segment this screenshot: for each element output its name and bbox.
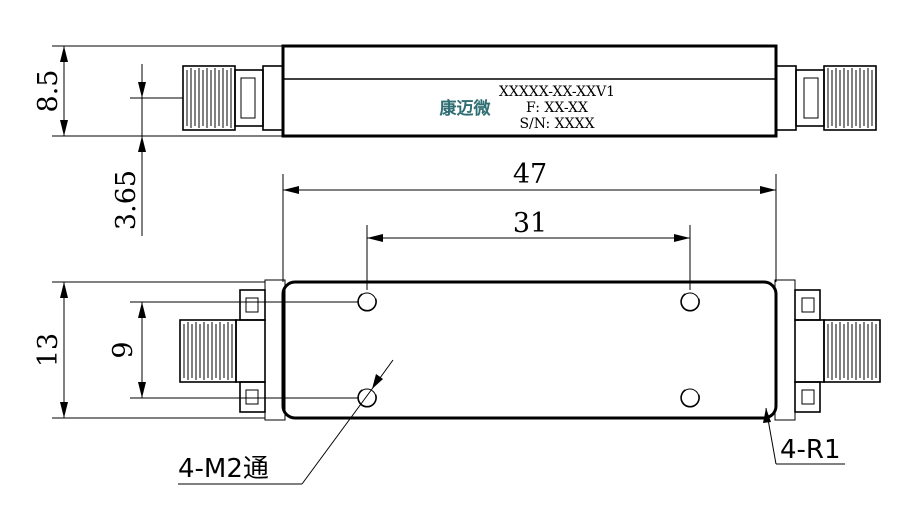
brand-name: 康迈微 [440, 98, 492, 119]
dimension-connector-height-value: 3.65 [111, 170, 142, 230]
label-frequency: F: XX-XX [526, 100, 588, 116]
bottom-right-connector [794, 289, 881, 413]
bottom-view [179, 279, 881, 421]
bottom-view-body [281, 280, 778, 420]
callout-mount-holes-text: 4-M2通 [178, 454, 269, 484]
top-right-connector [775, 65, 877, 131]
dimension-length-value: 47 [513, 159, 547, 190]
callout-corner-radius: 4-R1 [763, 407, 845, 465]
mount-hole-top-right [680, 292, 700, 312]
mount-hole-top-left [357, 292, 377, 312]
dimension-length: 47 [282, 159, 777, 282]
callout-corner-radius-text: 4-R1 [780, 435, 841, 465]
dimension-hole-spacing-y: 9 [108, 301, 358, 399]
bottom-left-connector [179, 289, 266, 413]
right-mount-plate [774, 279, 796, 421]
dimension-hole-spacing-y-value: 9 [108, 341, 139, 358]
dimension-width-value: 13 [33, 333, 64, 367]
dimension-hole-spacing-x: 31 [366, 208, 691, 290]
mount-hole-bottom-right [680, 388, 700, 408]
top-view: 康迈微 XXXXX-XX-XXV1 F: XX-XX S/N: XXXX [182, 44, 877, 138]
dimension-height-value: 8.5 [33, 70, 64, 113]
label-model: XXXXX-XX-XXV1 [499, 84, 615, 100]
top-left-connector [182, 65, 284, 131]
label-serial: S/N: XXXX [519, 116, 594, 132]
dimension-height: 8.5 [33, 45, 283, 137]
callout-mount-holes: 4-M2通 [178, 359, 394, 485]
dimension-hole-spacing-x-value: 31 [513, 208, 547, 239]
dimension-connector-height: 3.65 [111, 64, 183, 236]
dimension-width: 13 [33, 281, 265, 419]
